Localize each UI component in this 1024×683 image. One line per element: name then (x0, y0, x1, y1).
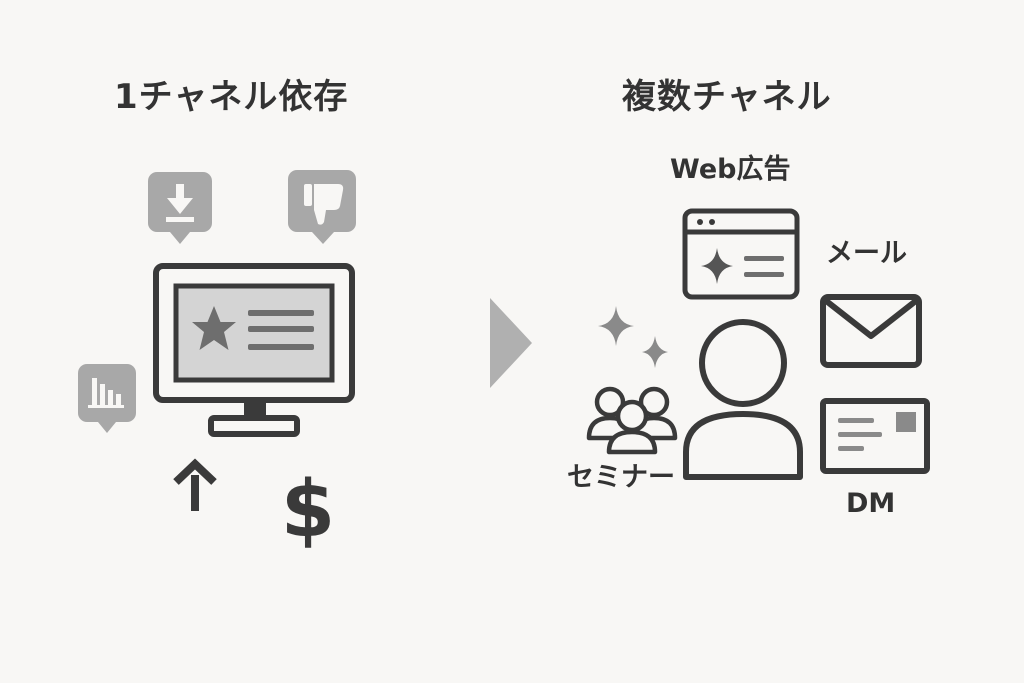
envelope-icon (820, 294, 922, 368)
download-bubble-icon (148, 172, 212, 244)
channel-dm-label: DM (846, 488, 896, 519)
star-icon (192, 306, 236, 350)
channel-web-ad-label: Web広告 (670, 154, 791, 185)
left-title: 1チャネル依存 (114, 77, 349, 117)
person-icon (683, 319, 803, 480)
monitor-icon (153, 263, 355, 437)
dollar-icon: $ (281, 465, 335, 555)
thumbs-down-bubble-icon (288, 170, 356, 244)
channel-mail-label: メール (826, 238, 907, 269)
sparkle-icon (598, 306, 634, 346)
sparkle-icon (642, 336, 668, 368)
bar-chart-bubble-icon (78, 364, 136, 433)
up-arrow-icon (173, 458, 217, 511)
browser-window-icon (682, 208, 800, 300)
group-icon (586, 386, 678, 455)
postcard-icon (820, 398, 930, 474)
right-title: 複数チャネル (622, 77, 832, 117)
arrow-right-icon (490, 298, 532, 388)
channel-seminar-label: セミナー (567, 462, 675, 493)
